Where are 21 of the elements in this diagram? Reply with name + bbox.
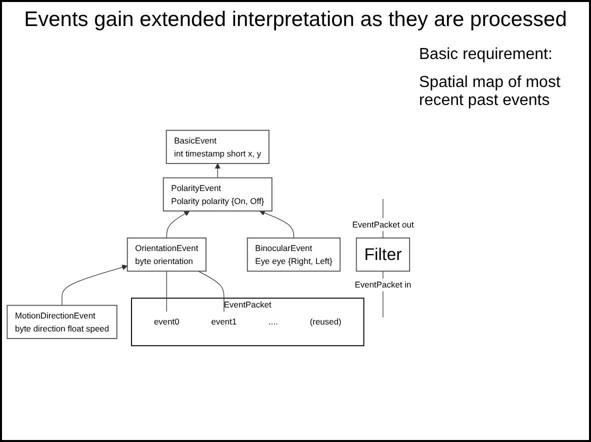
note-text: Spatial map of most recent past events (419, 74, 562, 110)
edge-label: EventPacket out (352, 219, 414, 230)
arrow (62, 264, 128, 306)
connector (166, 270, 167, 312)
node-box: PolarityEvent Polarity polarity {On, Off} (162, 177, 272, 212)
node-text: event0 (154, 316, 180, 327)
slide-title: Events gain extended interpretation as they are processed (23, 8, 568, 32)
arrow (214, 163, 221, 178)
note-text: Basic requirement: (419, 46, 554, 64)
node-text: .... (268, 316, 278, 327)
node-box: MotionDirectionEvent byte direction float speed (6, 304, 118, 340)
edge-label: EventPacket in (354, 280, 412, 290)
node-box: BasicEvent int timestamp short x, y (166, 130, 270, 164)
arrow (259, 210, 294, 238)
arrow (166, 210, 190, 238)
node-box: BinocularEvent Eye eye {Right, Left} (246, 238, 341, 272)
node-box: OrientationEvent byte orientation (126, 238, 206, 272)
node-label: (reused) (310, 316, 342, 327)
node-box: Filter (356, 238, 410, 272)
node-text: event1 (211, 316, 237, 327)
connector (198, 270, 224, 312)
